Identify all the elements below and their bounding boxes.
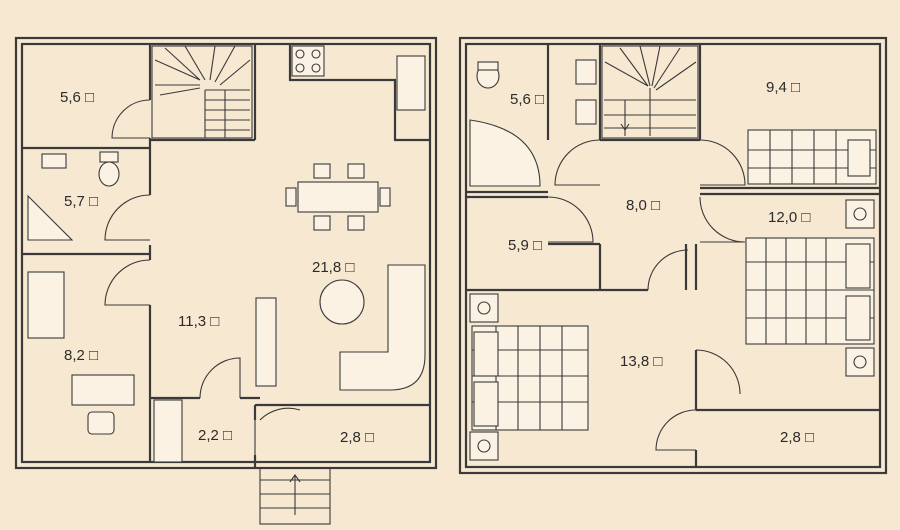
upper-floor-furniture <box>469 59 877 461</box>
wardrobe-icon <box>153 399 183 463</box>
area-label-upper-bedroom-3: 13,8 □ <box>620 353 662 370</box>
staircase <box>151 45 253 139</box>
area-label-ground-study: 8,2 □ <box>64 347 98 364</box>
ground-floor-walls <box>14 36 438 470</box>
area-label-upper-bedroom-1: 9,4 □ <box>766 79 800 96</box>
area-label-upper-bedroom-2: 12,0 □ <box>768 209 810 226</box>
kitchen-sink-icon <box>396 55 426 111</box>
toilet-icon <box>98 161 120 187</box>
area-label-ground-storage: 5,6 □ <box>60 89 94 106</box>
ground-floor-plan: 5,6 □ 5,7 □ 8,2 □ 11,3 □ 21,8 □ 2,2 □ 2,… <box>14 36 438 525</box>
area-label-ground-bathroom: 5,7 □ <box>64 193 98 210</box>
coffee-table-icon <box>319 279 365 325</box>
area-label-ground-porch: 2,8 □ <box>340 429 374 446</box>
sink-upper-1-icon <box>575 59 597 85</box>
area-label-upper-balcony: 2,8 □ <box>780 429 814 446</box>
area-label-ground-vestibule: 2,2 □ <box>198 427 232 444</box>
nightstand-icon <box>845 199 875 229</box>
area-label-upper-closet: 5,9 □ <box>508 237 542 254</box>
area-label-ground-hall: 11,3 □ <box>178 313 219 330</box>
stove-icon <box>291 45 325 77</box>
cabinet-icon <box>255 297 277 387</box>
upper-floor-doors <box>547 139 746 451</box>
sofa-icon <box>27 271 65 339</box>
desk-icon <box>71 374 135 406</box>
ground-floor-doors <box>104 99 301 455</box>
area-label-upper-bathroom: 5,6 □ <box>510 91 544 108</box>
sink-icon <box>41 153 67 169</box>
dining-table-icon <box>297 181 379 213</box>
sink-upper-2-icon <box>575 99 597 125</box>
upper-floor-plan: 5,6 □ 9,4 □ 8,0 □ 5,9 □ 12,0 □ 13,8 □ 2,… <box>458 36 888 475</box>
office-chair-icon <box>87 411 115 435</box>
staircase-upper <box>601 45 699 139</box>
entrance-steps <box>259 467 331 525</box>
corner-bathtub-icon <box>469 119 541 187</box>
area-label-upper-landing: 8,0 □ <box>626 197 660 214</box>
ground-floor-room-labels: 5,6 □ 5,7 □ 8,2 □ 11,3 □ 21,8 □ 2,2 □ 2,… <box>60 89 374 446</box>
corner-sofa-icon <box>339 264 426 391</box>
shower-icon <box>27 194 74 241</box>
upper-floor-walls <box>458 36 888 475</box>
upper-floor-room-labels: 5,6 □ 9,4 □ 8,0 □ 5,9 □ 12,0 □ 13,8 □ 2,… <box>508 79 814 446</box>
ground-floor-furniture <box>27 45 426 463</box>
area-label-ground-kitchen-living: 21,8 □ <box>312 259 354 276</box>
